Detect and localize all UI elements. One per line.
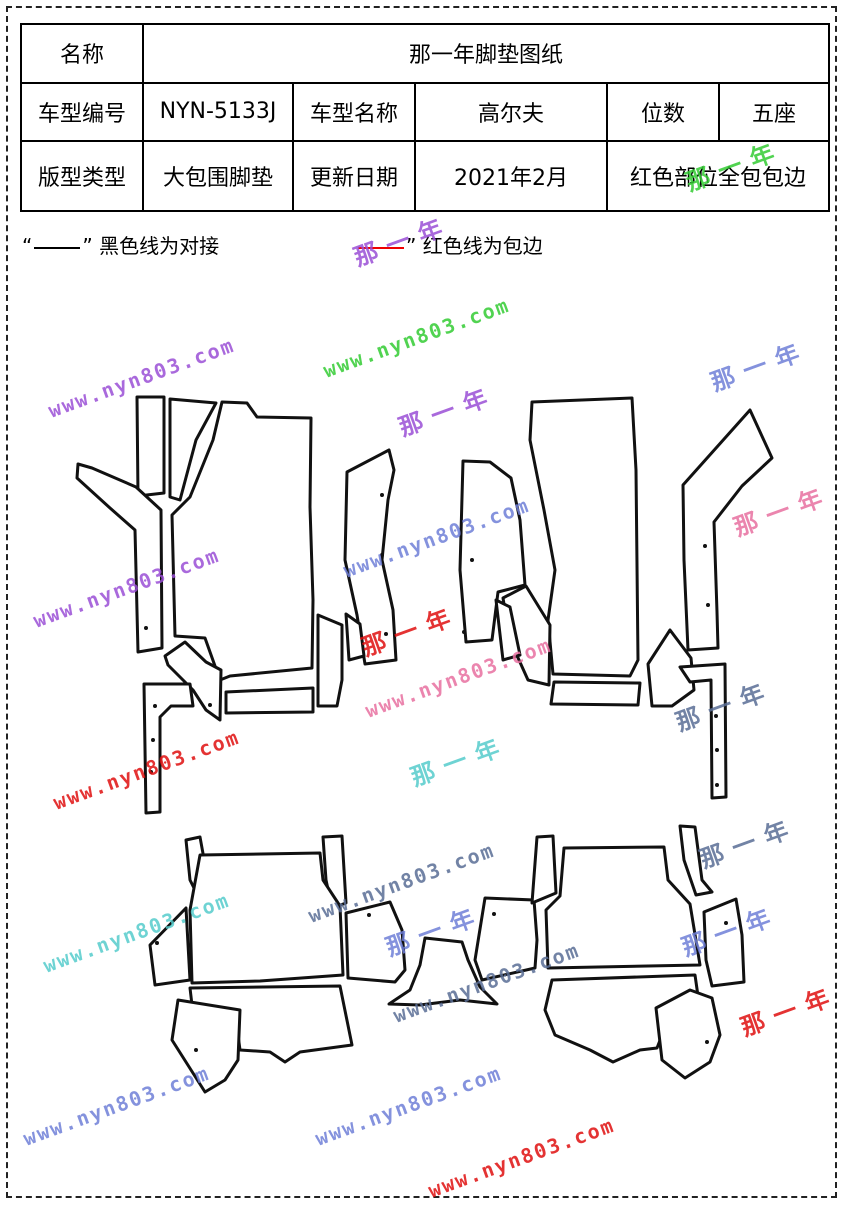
red-parts-note: 红色部位全包包边: [606, 140, 830, 212]
mat-piece-rear-mid-l: [344, 900, 407, 984]
model-code-label: 车型编号: [20, 81, 144, 143]
mark-dot: [384, 632, 388, 636]
legend-red-quote: ”: [406, 234, 417, 258]
mat-piece-door-a: [343, 448, 398, 666]
model-name-label: 车型名称: [292, 81, 416, 143]
mat-piece-front-main-right: [528, 396, 640, 678]
mark-dot: [715, 748, 719, 752]
mat-piece-rear-main-r: [544, 845, 702, 970]
mat-piece-small-a: [316, 613, 344, 708]
model-code-value: NYN-5133J: [142, 81, 294, 143]
spec-table: 名称 那一年脚垫图纸 车型编号 NYN-5133J 车型名称 高尔夫 位数 五座…: [20, 23, 830, 212]
mark-dot: [703, 544, 707, 548]
mark-dot: [380, 493, 384, 497]
mat-piece-pedal-left: [163, 640, 223, 722]
black-line-swatch: [34, 246, 81, 249]
update-date-value: 2021年2月: [414, 140, 608, 212]
mat-piece-rear-flap-l: [170, 998, 242, 1094]
mark-dot: [155, 941, 159, 945]
mat-piece-hook-left: [142, 682, 195, 815]
mat-piece-rear-strip-r2: [678, 824, 714, 897]
mark-dot: [715, 783, 719, 787]
mat-piece-rear-main-l: [188, 851, 345, 985]
mark-dot: [149, 770, 153, 774]
seats-label: 位数: [606, 81, 720, 143]
mat-piece-door-b: [458, 459, 527, 644]
mat-piece-bottom-strip: [224, 686, 315, 715]
mark-dot: [724, 921, 728, 925]
mat-piece-front-main: [170, 400, 315, 682]
mark-dot: [208, 703, 212, 707]
mark-dot: [462, 630, 466, 634]
mark-dot: [470, 558, 474, 562]
model-name-value: 高尔夫: [414, 81, 608, 143]
legend-quote-open: “: [22, 234, 33, 258]
mark-dot: [144, 626, 148, 630]
mark-dot: [705, 1040, 709, 1044]
mat-piece-small-b: [344, 612, 366, 662]
mark-dot: [194, 1048, 198, 1052]
mat-piece-side-long: [75, 462, 164, 654]
mark-dot: [153, 704, 157, 708]
title-value: 那一年脚垫图纸: [142, 23, 830, 84]
legend-black-text: 黑色线为对接: [99, 234, 220, 258]
page-border: [6, 6, 837, 1198]
update-date-label: 更新日期: [292, 140, 416, 212]
mat-piece-rear-side-r: [702, 897, 746, 988]
seats-value: 五座: [718, 81, 830, 143]
red-line-swatch: [358, 246, 404, 249]
mat-piece-rear-strip-r: [530, 834, 558, 905]
legend-red: ” 红色线为包边: [356, 230, 543, 259]
legend-black: “ ” 黑色线为对接: [22, 230, 219, 259]
mat-piece-bottom-strip-right: [549, 680, 642, 707]
mat-piece-small-d: [494, 598, 522, 662]
mat-piece-rear-side-l: [148, 906, 192, 987]
mat-piece-hook-right: [678, 662, 728, 800]
legend-red-text: 红色线为包边: [422, 234, 543, 258]
mat-piece-rear-flap-r: [654, 988, 722, 1080]
mark-dot: [492, 912, 496, 916]
title-label: 名称: [20, 23, 144, 84]
mark-dot: [714, 714, 718, 718]
mat-piece-left-strip-2: [168, 397, 218, 502]
pattern-type-label: 版型类型: [20, 140, 144, 212]
legend-quote-close: ”: [82, 234, 93, 258]
mark-dot: [151, 738, 155, 742]
mat-piece-pedal-right: [646, 628, 696, 708]
mark-dot: [367, 913, 371, 917]
mat-piece-left-strip: [135, 395, 166, 498]
mat-piece-center-hump: [387, 936, 499, 1007]
pattern-type-value: 大包围脚垫: [142, 140, 294, 212]
mat-piece-side-long-right: [681, 408, 774, 652]
mark-dot: [380, 553, 384, 557]
mark-dot: [706, 603, 710, 607]
